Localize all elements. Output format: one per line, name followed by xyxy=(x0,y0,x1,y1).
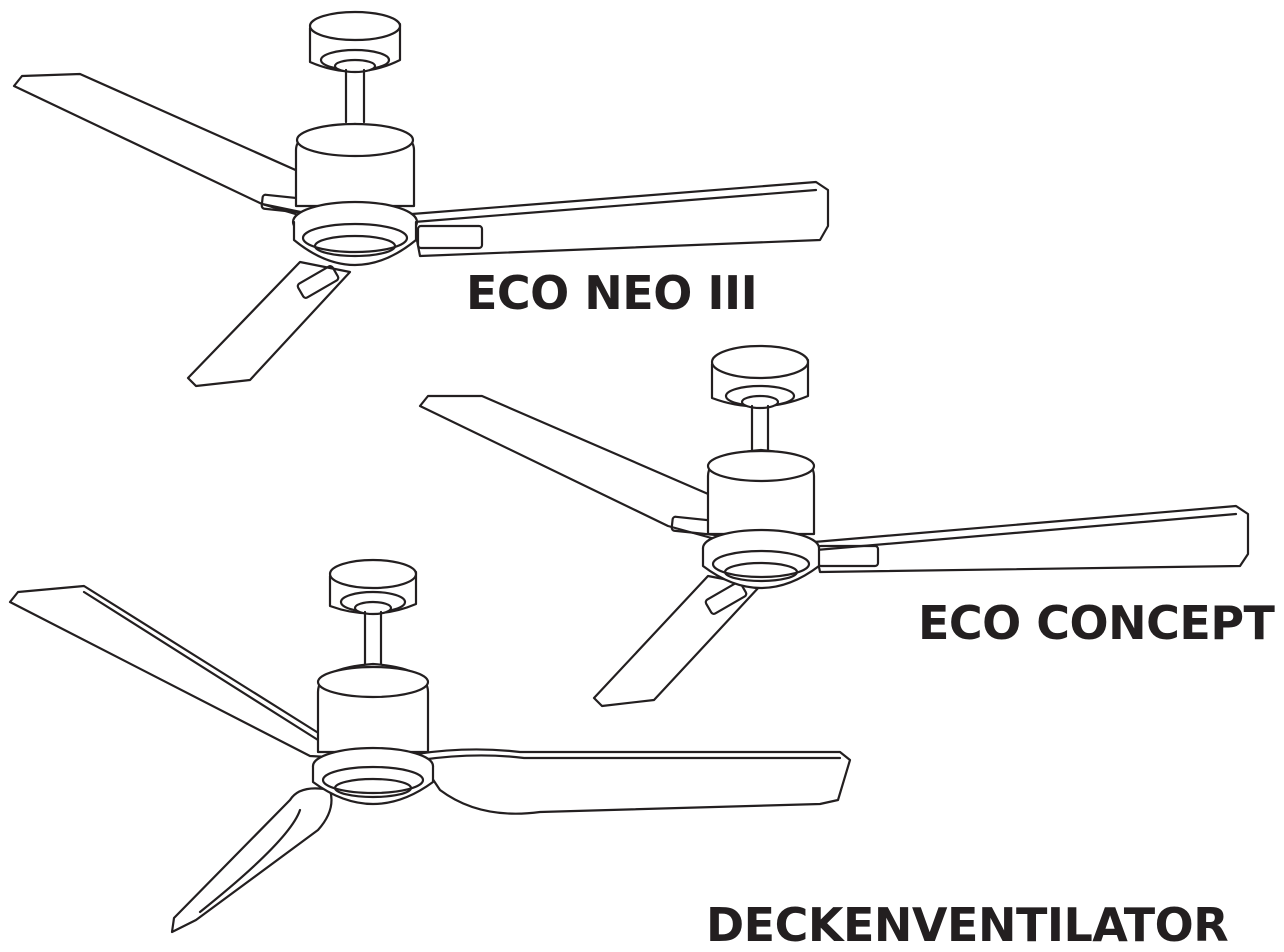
model-label-deckenventilator: DECKENVENTILATOR xyxy=(706,898,1229,952)
model-label-eco-neo-iii: ECO NEO III xyxy=(466,266,758,320)
model-label-eco-concept: ECO CONCEPT xyxy=(918,596,1275,650)
